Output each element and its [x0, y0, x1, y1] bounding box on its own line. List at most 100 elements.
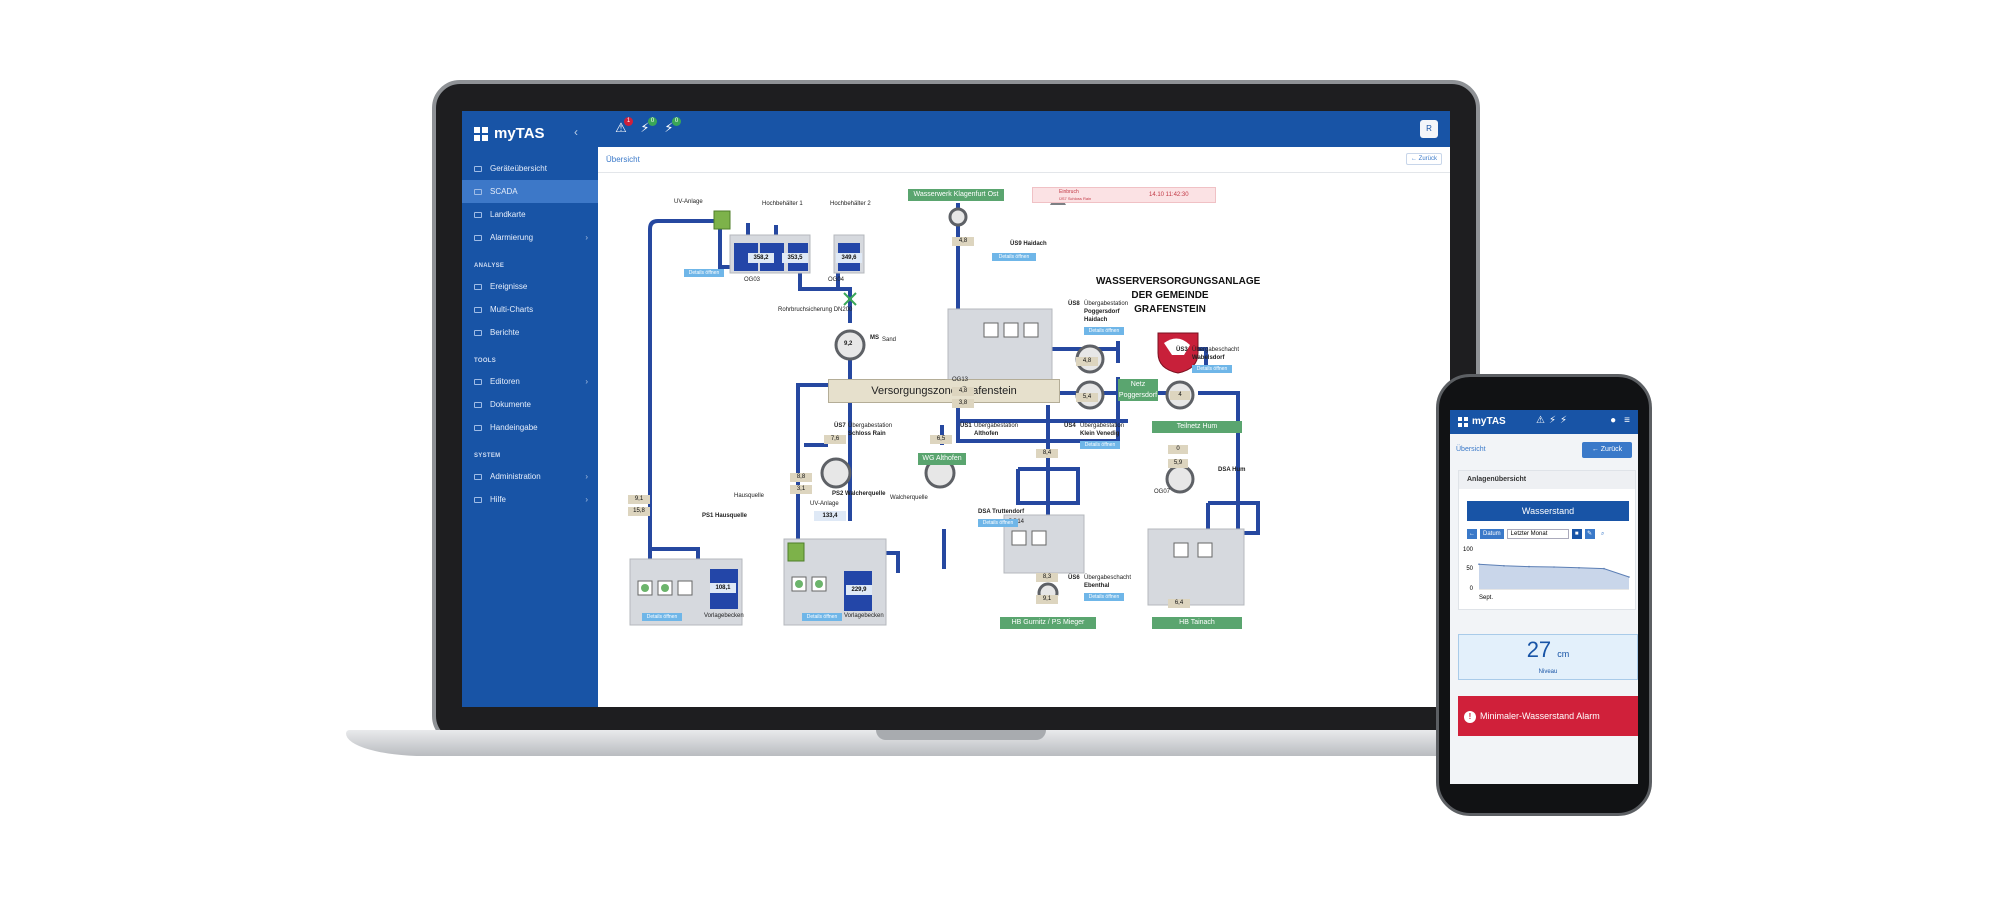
back-button[interactable]: ← Zurück	[1582, 442, 1632, 458]
back-button[interactable]: ← Zurück	[1405, 153, 1442, 165]
tank1-value: 358,2	[748, 253, 774, 263]
og03-label: OG03	[744, 277, 761, 283]
date-button[interactable]: Datum	[1480, 529, 1504, 539]
details-button[interactable]: Details öffnen	[1192, 365, 1232, 373]
sidebar-item-alarmierung[interactable]: Alarmierung›	[462, 226, 598, 249]
hochbehaelter1-label: Hochbehälter 1	[762, 201, 803, 207]
details-button[interactable]: Details öffnen	[684, 269, 724, 277]
netz-poggersdorf-label[interactable]: Netz Poggersdorf	[1118, 379, 1158, 401]
details-button[interactable]: Details öffnen	[1084, 327, 1124, 335]
us7-label: ÜS7	[834, 423, 846, 429]
prev-icon[interactable]: ←	[1467, 529, 1477, 539]
y-tick-label: 50	[1466, 566, 1473, 572]
data-point	[1553, 566, 1555, 568]
warning-icon[interactable]: ⚠	[1536, 415, 1545, 426]
sidebar-item-multi-charts[interactable]: Multi-Charts	[462, 298, 598, 321]
rohrbruch-label: Rohrbruchsicherung DN200	[778, 307, 853, 313]
warning-icon[interactable]: ⚠1	[612, 117, 633, 137]
settings-icon[interactable]: ✎	[1584, 529, 1595, 539]
app-brand[interactable]: myTAS	[474, 125, 545, 142]
phone-topbar: myTAS ⚠ ⚡ ⚡ ● ≡	[1450, 410, 1638, 434]
hb-tainach-label[interactable]: HB Tainach	[1152, 617, 1242, 629]
us1-type: Übergabestation	[974, 423, 1019, 429]
alarm-banner[interactable]: !Minimaler-Wasserstand Alarm	[1458, 696, 1638, 736]
nav-section-tools: TOOLS	[474, 358, 497, 364]
plug-icon[interactable]: ⚡0	[636, 117, 657, 137]
edit-icon	[474, 378, 482, 385]
plant-title-line1: WASSERVERSORGUNGSANLAGE	[1096, 276, 1261, 287]
breadcrumb[interactable]: Übersicht	[606, 155, 640, 164]
user-icon[interactable]: ●	[1610, 415, 1617, 426]
plug-icon[interactable]: ⚡	[1548, 415, 1556, 426]
avatar[interactable]: R	[1420, 120, 1438, 138]
teilnetz-hum-label[interactable]: Teilnetz Hum	[1152, 421, 1242, 433]
sidebar-item-berichte[interactable]: Berichte	[462, 321, 598, 344]
sidebar-item-geraeteuebersicht[interactable]: Geräteübersicht	[462, 157, 598, 180]
details-button[interactable]: Details öffnen	[1084, 593, 1124, 601]
us8-type: Übergabestation	[1084, 301, 1129, 307]
range-select[interactable]: Letzter Monat	[1506, 529, 1569, 539]
plug-icon[interactable]: ⚡	[1560, 415, 1568, 426]
wasserwerk-label[interactable]: Wasserwerk Klagenfurt Ost	[908, 189, 1004, 201]
y-tick-label: 100	[1463, 547, 1474, 553]
collapse-sidebar-icon[interactable]: ‹	[574, 125, 578, 139]
search-icon[interactable]: ⌕	[1597, 529, 1608, 539]
sidebar-item-label: Handeingabe	[490, 423, 538, 432]
sidebar-item-ereignisse[interactable]: Ereignisse	[462, 275, 598, 298]
us6-label: ÜS6	[1068, 575, 1080, 581]
sidebar-item-hilfe[interactable]: Hilfe›	[462, 488, 598, 511]
bell-icon	[474, 234, 482, 241]
alert-icon: !	[1464, 711, 1476, 723]
niveau-unit: cm	[1557, 649, 1570, 659]
alarm-count-badge: 1	[624, 117, 633, 126]
chevron-right-icon: ›	[585, 495, 588, 504]
topbar: ⚠1 ⚡0 ⚡0 R	[598, 111, 1450, 147]
sidebar-item-handeingabe[interactable]: Handeingabe	[462, 416, 598, 439]
bar-value: 4,8	[952, 237, 974, 246]
sidebar-item-landkarte[interactable]: Landkarte	[462, 203, 598, 226]
brand-logo-icon	[474, 126, 488, 141]
hb-gurnitz-label[interactable]: HB Gurnitz / PS Mieger	[1000, 617, 1096, 629]
niveau-caption: Niveau	[1538, 669, 1558, 675]
dsa-truttendorf-label: DSA Truttendorf	[978, 509, 1025, 515]
versorgungszone-label[interactable]: Versorgungszone Grafenstein	[828, 379, 1060, 403]
details-button[interactable]: Details öffnen	[992, 253, 1036, 261]
us4-name: Klein Venedig	[1080, 431, 1120, 437]
chevron-right-icon: ›	[585, 233, 588, 242]
alarm-title: Einbruch	[1059, 189, 1079, 195]
breadcrumb[interactable]: Übersicht	[1456, 446, 1486, 453]
wg-althofen-label[interactable]: WG Althofen	[918, 453, 966, 465]
details-button[interactable]: Details öffnen	[1080, 441, 1120, 449]
data-point	[1528, 565, 1530, 568]
details-button[interactable]: Details öffnen	[642, 613, 682, 621]
list-icon	[474, 283, 482, 290]
ps1-label: PS1 Hausquelle	[702, 513, 748, 519]
menu-icon[interactable]: ≡	[1624, 415, 1630, 426]
alarm-notification[interactable]: Einbruch ÜS7 Schloss Rain 14.10 11:42:30	[1032, 187, 1216, 203]
status-badges: ⚠1 ⚡0 ⚡0	[612, 117, 681, 137]
us7-type: Übergabestation	[848, 423, 893, 429]
app-brand[interactable]: myTAS	[1458, 416, 1506, 427]
data-point	[1603, 567, 1605, 570]
us1-name: Althofen	[974, 431, 999, 437]
sidebar-item-administration[interactable]: Administration›	[462, 465, 598, 488]
vorlagebecken-label: Vorlagebecken	[704, 613, 744, 619]
niveau-display: 27 cm Niveau	[1458, 634, 1638, 680]
chart-icon	[474, 306, 482, 313]
nav-section-system: SYSTEM	[474, 453, 501, 459]
sidebar-item-scada[interactable]: SCADA	[462, 180, 598, 203]
us7-name: Schloss Rain	[848, 431, 886, 437]
data-point	[1503, 565, 1505, 567]
sidebar-item-dokumente[interactable]: Dokumente	[462, 393, 598, 416]
sidebar-item-editoren[interactable]: Editoren›	[462, 370, 598, 393]
details-button[interactable]: Details öffnen	[978, 519, 1018, 527]
og07-box	[1147, 528, 1245, 606]
hochbehaelter2-label: Hochbehälter 2	[830, 201, 871, 207]
bar-value: 3,8	[952, 399, 974, 408]
details-button[interactable]: Details öffnen	[802, 613, 842, 621]
folder-icon	[474, 401, 482, 408]
stop-icon[interactable]: ■	[1571, 529, 1582, 539]
plug-icon[interactable]: ⚡0	[660, 117, 681, 137]
bar-value: 5,4	[1076, 393, 1098, 402]
wasserstand-header: Wasserstand	[1467, 501, 1629, 521]
